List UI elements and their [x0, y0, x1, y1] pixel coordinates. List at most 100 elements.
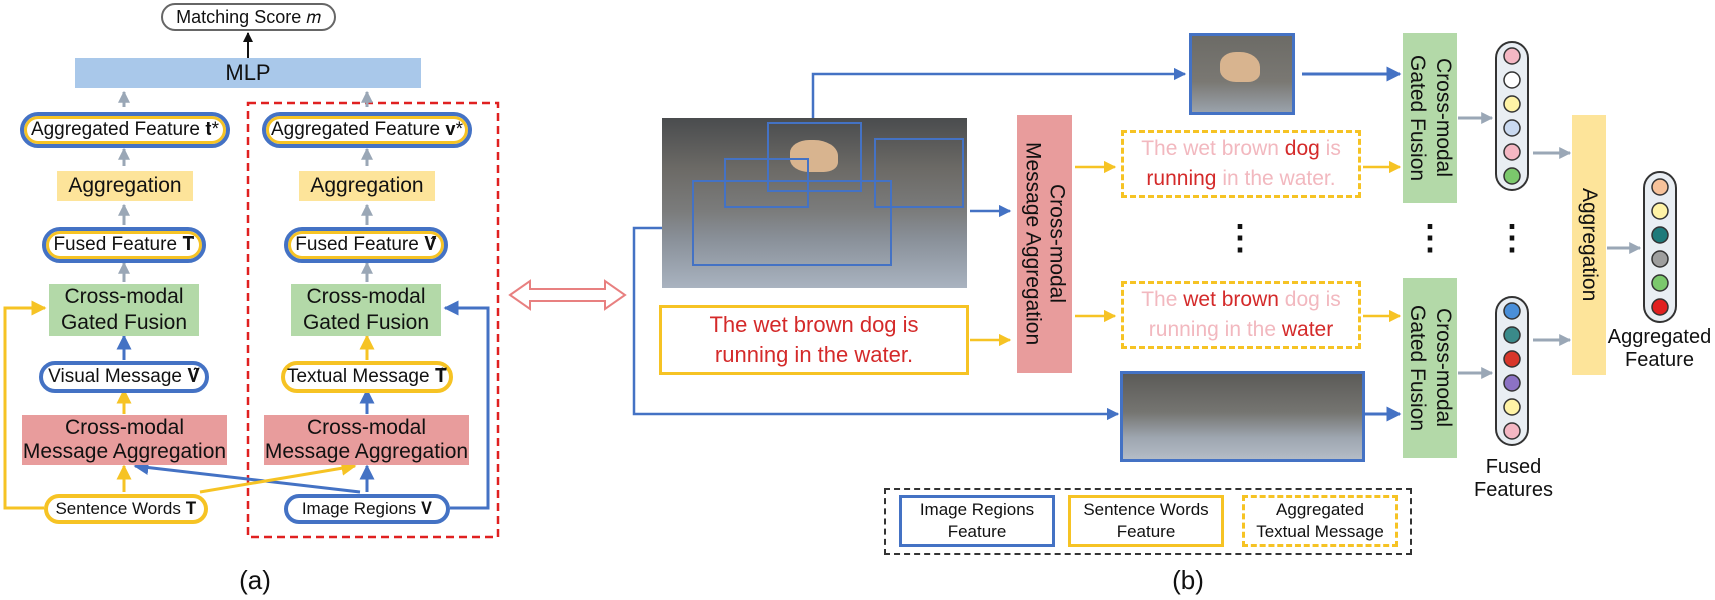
sentence-words: Sentence Words 𝐓	[44, 494, 208, 524]
aggregated-feature-t: Aggregated Feature 𝐭*	[20, 112, 230, 148]
legend	[884, 488, 1412, 555]
message-word-faint: The	[1141, 288, 1184, 311]
ellipsis-vectors: ⋮	[1495, 218, 1529, 257]
legend-aggregated-message: Aggregated Textual Message	[1242, 495, 1398, 547]
gated-fusion-top: Cross-modal Gated Fusion	[1403, 33, 1457, 203]
ellipsis-fusion: ⋮	[1413, 218, 1447, 257]
message-word-faint: is	[1319, 137, 1341, 160]
feature-dot	[1503, 95, 1521, 113]
feature-dot	[1651, 250, 1669, 268]
gray-arrows-a	[118, 90, 373, 282]
feature-dot	[1503, 302, 1521, 320]
legend-sentence-words: Sentence Words Feature	[1068, 495, 1224, 547]
image-regions: Image Regions 𝐕	[284, 494, 450, 524]
feature-dot	[1503, 119, 1521, 137]
fused-feature-t: Fused Feature 𝐓̂	[42, 227, 206, 263]
feature-dot	[1503, 326, 1521, 344]
legend-image-regions: Image Regions Feature	[899, 495, 1055, 547]
fused-features-label-line1: Fused	[1485, 456, 1542, 478]
aggregation-left: Aggregation	[57, 171, 193, 201]
message-word-bright: running	[1146, 167, 1217, 190]
aggregated-vector-dots	[1651, 178, 1669, 316]
aggregation-right: Aggregation	[299, 171, 435, 201]
aggregated-feature-v: Aggregated Feature 𝐯*	[262, 112, 472, 148]
textual-message-top-line2: running in the water.	[1146, 164, 1335, 194]
region-crop-water	[1120, 371, 1365, 462]
region-box-2	[724, 158, 809, 208]
message-aggregation-vertical-line2: Message Aggregation	[1021, 142, 1045, 346]
region-box-1	[767, 122, 862, 192]
feature-dot	[1503, 143, 1521, 161]
gated-fusion-left-line1: Cross-modal	[64, 285, 184, 308]
gated-fusion-right-line1: Cross-modal	[306, 285, 426, 308]
right-branch-frame	[246, 101, 500, 539]
feature-dot	[1503, 350, 1521, 368]
legend-image-regions-line2: Feature	[947, 522, 1007, 541]
feature-dot	[1651, 274, 1669, 292]
legend-image-regions-line1: Image Regions	[919, 500, 1035, 519]
textual-message-top-line1: The wet brown dog is	[1141, 134, 1341, 164]
beach-photo	[662, 118, 967, 288]
legend-sentence-words-line1: Sentence Words	[1083, 500, 1209, 519]
legend-sentence-words-line2: Feature	[1116, 522, 1176, 541]
caption-a: (a)	[239, 564, 271, 595]
legend-aggregated-message-line2: Textual Message	[1256, 522, 1384, 541]
input-sentence-line1: The wet brown dog is	[709, 312, 919, 337]
message-aggregation-left-line2: Message Aggregation	[22, 440, 227, 463]
double-arrow	[508, 279, 627, 311]
fused-vector-top-dots	[1503, 47, 1521, 185]
message-aggregation-right-line1: Cross-modal	[306, 416, 427, 439]
message-word-faint: running in the	[1148, 318, 1282, 341]
region-crop-dog	[1189, 33, 1295, 115]
message-aggregation-vertical-line1: Cross-modal	[1045, 184, 1069, 304]
textual-message-bottom: The wet brown dog is running in the wate…	[1121, 281, 1361, 349]
feature-dot	[1503, 47, 1521, 65]
textual-message: Textual Message 𝐓̃	[281, 361, 453, 393]
legend-aggregated-message-line1: Aggregated	[1276, 500, 1364, 519]
gated-fusion-bottom-line2: Gated Fusion	[1406, 304, 1429, 432]
input-sentence: The wet brown dog is running in the wate…	[659, 305, 969, 375]
feature-dot	[1503, 374, 1521, 392]
message-word-bright: water	[1281, 318, 1334, 341]
message-word-bright: wet brown	[1183, 288, 1279, 311]
message-aggregation-right-line2: Message Aggregation	[264, 440, 469, 463]
mlp-box: MLP	[75, 58, 421, 88]
message-word-bright: dog	[1284, 137, 1320, 160]
message-aggregation-vertical: Cross-modal Message Aggregation	[1017, 115, 1072, 373]
fused-features-label-line2: Features	[1474, 479, 1553, 501]
gated-fusion-bottom: Cross-modal Gated Fusion	[1403, 278, 1457, 458]
feature-dot	[1651, 202, 1669, 220]
gated-fusion-right: Cross-modal Gated Fusion	[291, 284, 441, 336]
message-aggregation-left: Cross-modal Message Aggregation	[22, 415, 227, 465]
gated-fusion-top-line2: Gated Fusion	[1406, 54, 1429, 182]
gated-fusion-left: Cross-modal Gated Fusion	[49, 284, 199, 336]
feature-dot	[1503, 71, 1521, 89]
gated-fusion-top-line1: Cross-modal	[1432, 58, 1455, 178]
message-aggregation-left-line1: Cross-modal	[64, 416, 185, 439]
feature-dot	[1651, 298, 1669, 316]
ellipsis-messages: ⋮	[1223, 218, 1257, 257]
aggregated-feature-label-line2: Feature	[1625, 349, 1694, 371]
feature-dot	[1503, 398, 1521, 416]
aggregated-feature-label: Aggregated Feature	[1604, 322, 1715, 376]
region-box-3	[692, 180, 892, 266]
caption-b: (b)	[1172, 564, 1204, 595]
input-sentence-line2: running in the water.	[714, 342, 914, 367]
textual-message-top: The wet brown dog is running in the wate…	[1121, 130, 1361, 198]
textual-message-bottom-line1: The wet brown dog is	[1141, 285, 1341, 315]
feature-dot	[1651, 178, 1669, 196]
aggregated-feature-label-line1: Aggregated	[1607, 326, 1712, 348]
message-word-faint: in the water.	[1216, 167, 1336, 190]
message-word-faint: The wet brown	[1141, 137, 1285, 160]
gated-fusion-left-line2: Gated Fusion	[60, 311, 188, 334]
feature-dot	[1651, 226, 1669, 244]
region-crop-dog-figure	[1220, 52, 1260, 82]
feature-dot	[1503, 167, 1521, 185]
message-word-faint: dog is	[1278, 288, 1341, 311]
fused-vector-bottom-dots	[1503, 302, 1521, 440]
fused-features-label: Fused Features	[1466, 452, 1561, 506]
region-box-4	[874, 138, 964, 208]
dog-figure	[790, 140, 838, 172]
